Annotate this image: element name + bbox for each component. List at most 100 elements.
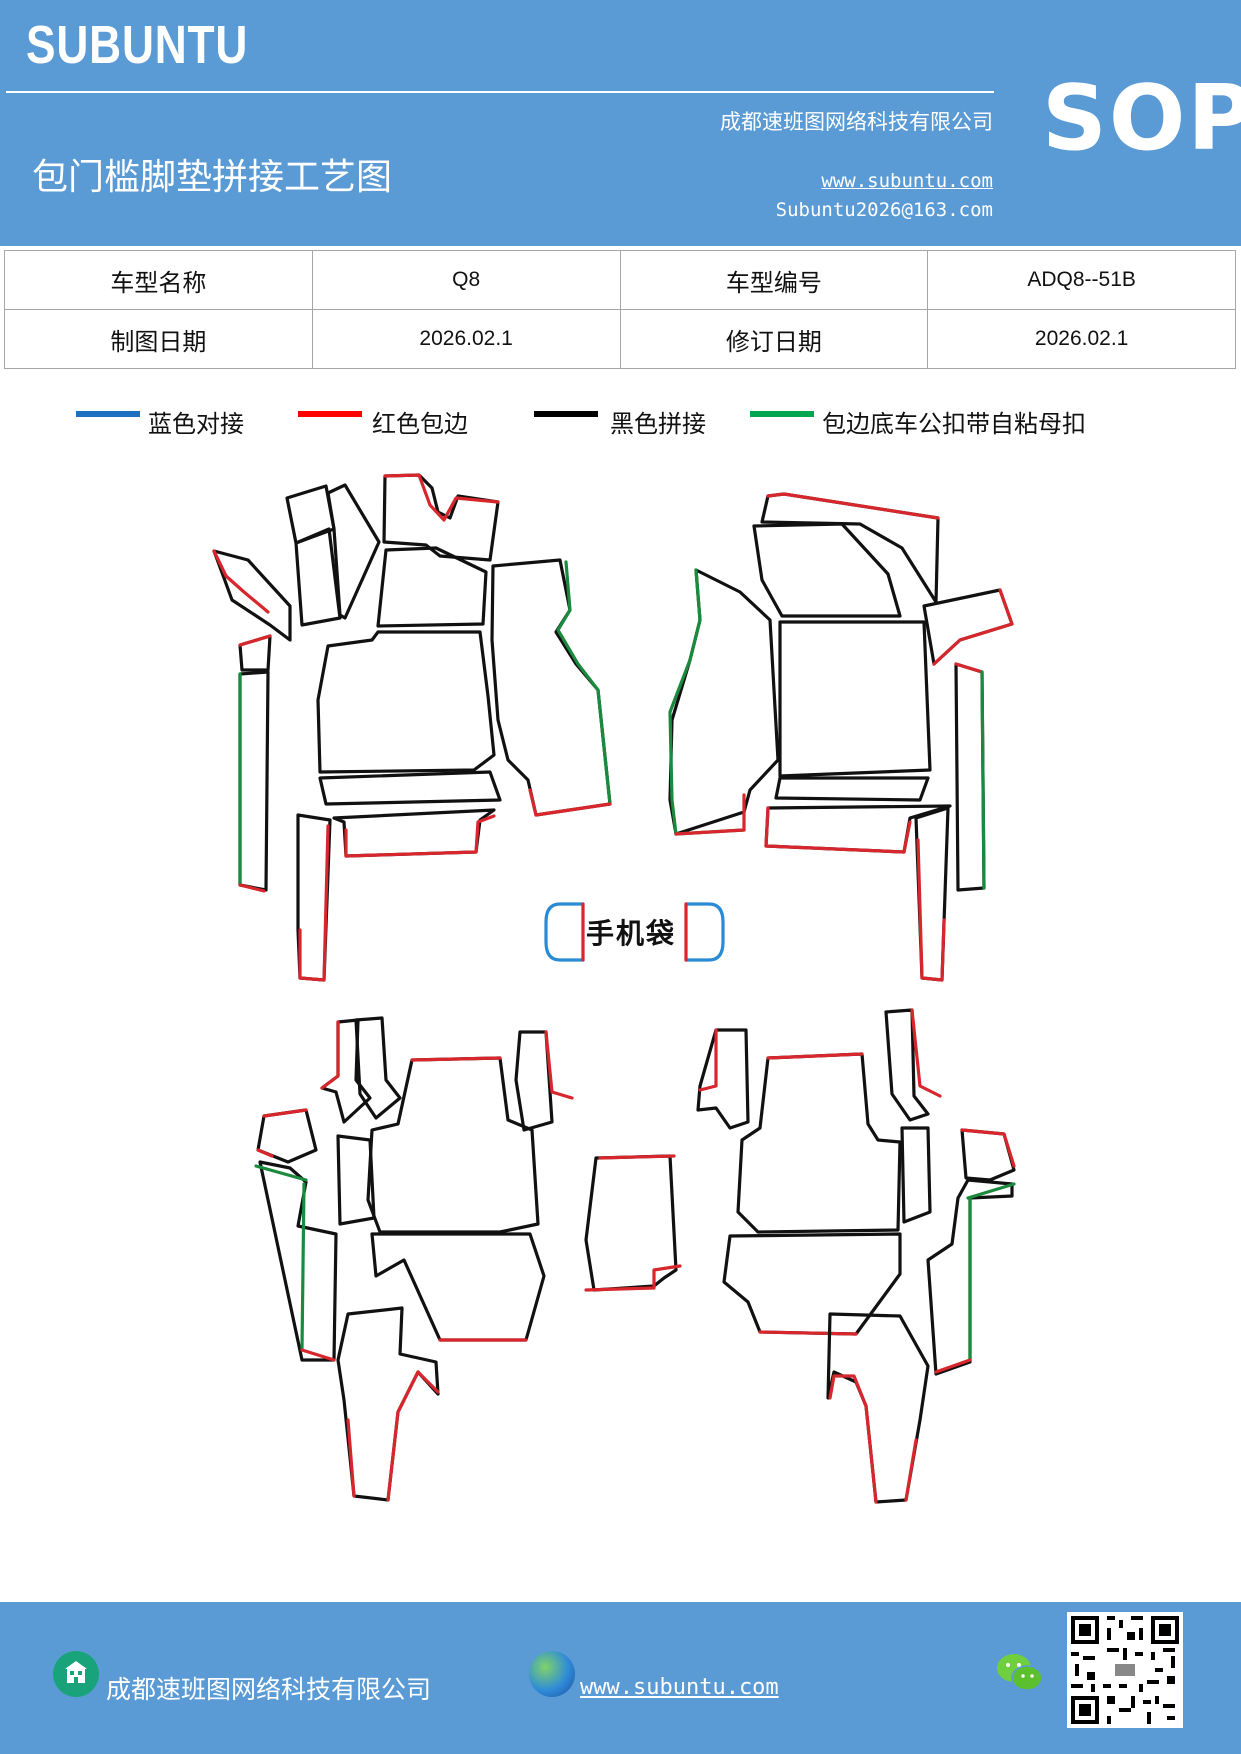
pocket-edge-blue: [544, 902, 585, 962]
pocket-edge-red: [581, 902, 688, 962]
mat-edge-red: [584, 1154, 682, 1292]
footer-website-link[interactable]: www.subuntu.com: [580, 1675, 779, 1700]
mat-piece: [490, 558, 612, 817]
mat-edge-red: [766, 1052, 864, 1060]
mat-edge-red: [238, 634, 272, 647]
legend-label: 红色包边: [372, 410, 468, 438]
model-name-value: Q8: [311, 250, 621, 310]
mat-edge-red: [410, 1056, 502, 1062]
mat-piece: [584, 1154, 678, 1292]
mat-edge-red: [383, 473, 500, 522]
mat-piece: [320, 1018, 372, 1124]
mat-piece: [336, 1134, 376, 1226]
vehicle-info-table: 车型名称 Q8 车型编号 ADQ8--51B 制图日期 2026.02.1 修订…: [4, 250, 1236, 369]
mat-edge-red: [954, 662, 984, 674]
mat-edge-green: [980, 670, 986, 890]
model-code-value: ADQ8--51B: [927, 250, 1236, 310]
legend-label: 包边底车公扣带自粘母扣: [822, 410, 1086, 438]
header-divider: [6, 91, 994, 93]
mat-edge-red: [298, 824, 330, 982]
legend-label: 蓝色对接: [148, 410, 244, 438]
mat-edge-red: [674, 793, 746, 836]
mat-piece: [760, 492, 940, 604]
mat-edge-red: [320, 1020, 340, 1090]
mat-piece: [366, 1056, 540, 1234]
mat-edge-red: [386, 1370, 440, 1502]
mat-piece: [514, 1030, 554, 1132]
drawing-date-label: 制图日期: [4, 309, 313, 369]
mat-piece: [668, 568, 780, 836]
mat-piece: [752, 522, 902, 618]
header-banner: [0, 0, 1241, 246]
mat-edge-red: [346, 1418, 356, 1498]
mat-edge-red: [528, 788, 612, 817]
wechat-icon[interactable]: [995, 1652, 1045, 1694]
mat-edge-green: [966, 1182, 1016, 1200]
mat-piece: [376, 546, 488, 628]
pocket-edge-blue: [684, 902, 725, 962]
mat-edge-red: [828, 1374, 878, 1504]
front-right-mat: [668, 492, 1014, 982]
mat-piece: [370, 1232, 546, 1342]
mat-piece: [884, 1008, 930, 1122]
rear-left-mat: [254, 1016, 682, 1502]
model-code-label: 车型编号: [619, 250, 929, 310]
mat-edge-red: [238, 883, 266, 893]
mat-edge-red: [212, 549, 270, 614]
mat-piece: [722, 1232, 902, 1336]
header-website-link[interactable]: www.subuntu.com: [821, 170, 993, 192]
mat-piece: [954, 662, 986, 892]
mat-edge-red: [256, 1108, 308, 1158]
mat-piece: [926, 1178, 1014, 1376]
table-row: 制图日期 2026.02.1 修订日期 2026.02.1: [4, 309, 1236, 369]
mat-edge-red: [764, 806, 912, 854]
legend-swatch-green: [750, 411, 814, 417]
mat-piece: [316, 630, 496, 774]
mat-piece: [696, 1028, 750, 1130]
mat-edge-green: [556, 560, 612, 806]
mat-piece: [764, 804, 952, 854]
mat-edge-red: [344, 814, 496, 858]
mat-piece: [318, 770, 502, 806]
phone-pocket-label: 手机袋: [586, 917, 677, 950]
header-company: 成都速班图网络科技有限公司: [720, 110, 993, 134]
footer-company: 成都速班图网络科技有限公司: [106, 1675, 432, 1704]
table-row: 车型名称 Q8 车型编号 ADQ8--51B: [4, 250, 1236, 310]
mat-piece: [778, 620, 932, 778]
page-title: 包门槛脚垫拼接工艺图: [32, 157, 393, 198]
revision-date-value: 2026.02.1: [927, 309, 1236, 369]
mat-piece: [826, 1312, 930, 1504]
mat-piece: [258, 1160, 338, 1362]
qr-code[interactable]: [1067, 1612, 1183, 1728]
brand-logo: SUBUNTU: [26, 15, 249, 75]
mat-edge-red: [766, 492, 940, 520]
front-left-mat: [212, 473, 612, 982]
legend-swatch-blue: [76, 411, 140, 417]
mat-piece: [900, 1126, 932, 1224]
mat-piece: [212, 549, 292, 642]
mat-edge-red: [960, 1128, 1016, 1168]
header-email: Subuntu2026@163.com: [775, 199, 993, 221]
rear-right-mat: [696, 1008, 1016, 1504]
legend-label: 黑色拼接: [610, 410, 706, 438]
mat-edge-red: [916, 838, 946, 982]
mat-edge-red: [758, 1330, 858, 1336]
mat-piece: [238, 670, 270, 892]
sop-badge: SOP: [1042, 66, 1241, 171]
drawing-date-value: 2026.02.1: [311, 309, 621, 369]
mat-piece: [326, 483, 381, 620]
revision-date-label: 修订日期: [619, 309, 929, 369]
legend-swatch-black: [534, 411, 598, 417]
mat-edge-green: [300, 1182, 306, 1352]
globe-icon: [529, 1651, 575, 1697]
building-icon: [53, 1651, 99, 1697]
mat-piece: [332, 808, 496, 858]
mat-edge-red: [904, 1438, 918, 1502]
mat-edge-red: [934, 1358, 972, 1374]
line-legend: 蓝色对接 红色包边 黑色拼接 包边底车公扣带自粘母扣: [0, 404, 1241, 440]
legend-swatch-red: [298, 411, 362, 417]
model-name-label: 车型名称: [4, 250, 313, 310]
mat-edge-green: [668, 568, 746, 836]
mat-edge-red: [932, 588, 1014, 666]
mat-piece: [774, 776, 930, 802]
